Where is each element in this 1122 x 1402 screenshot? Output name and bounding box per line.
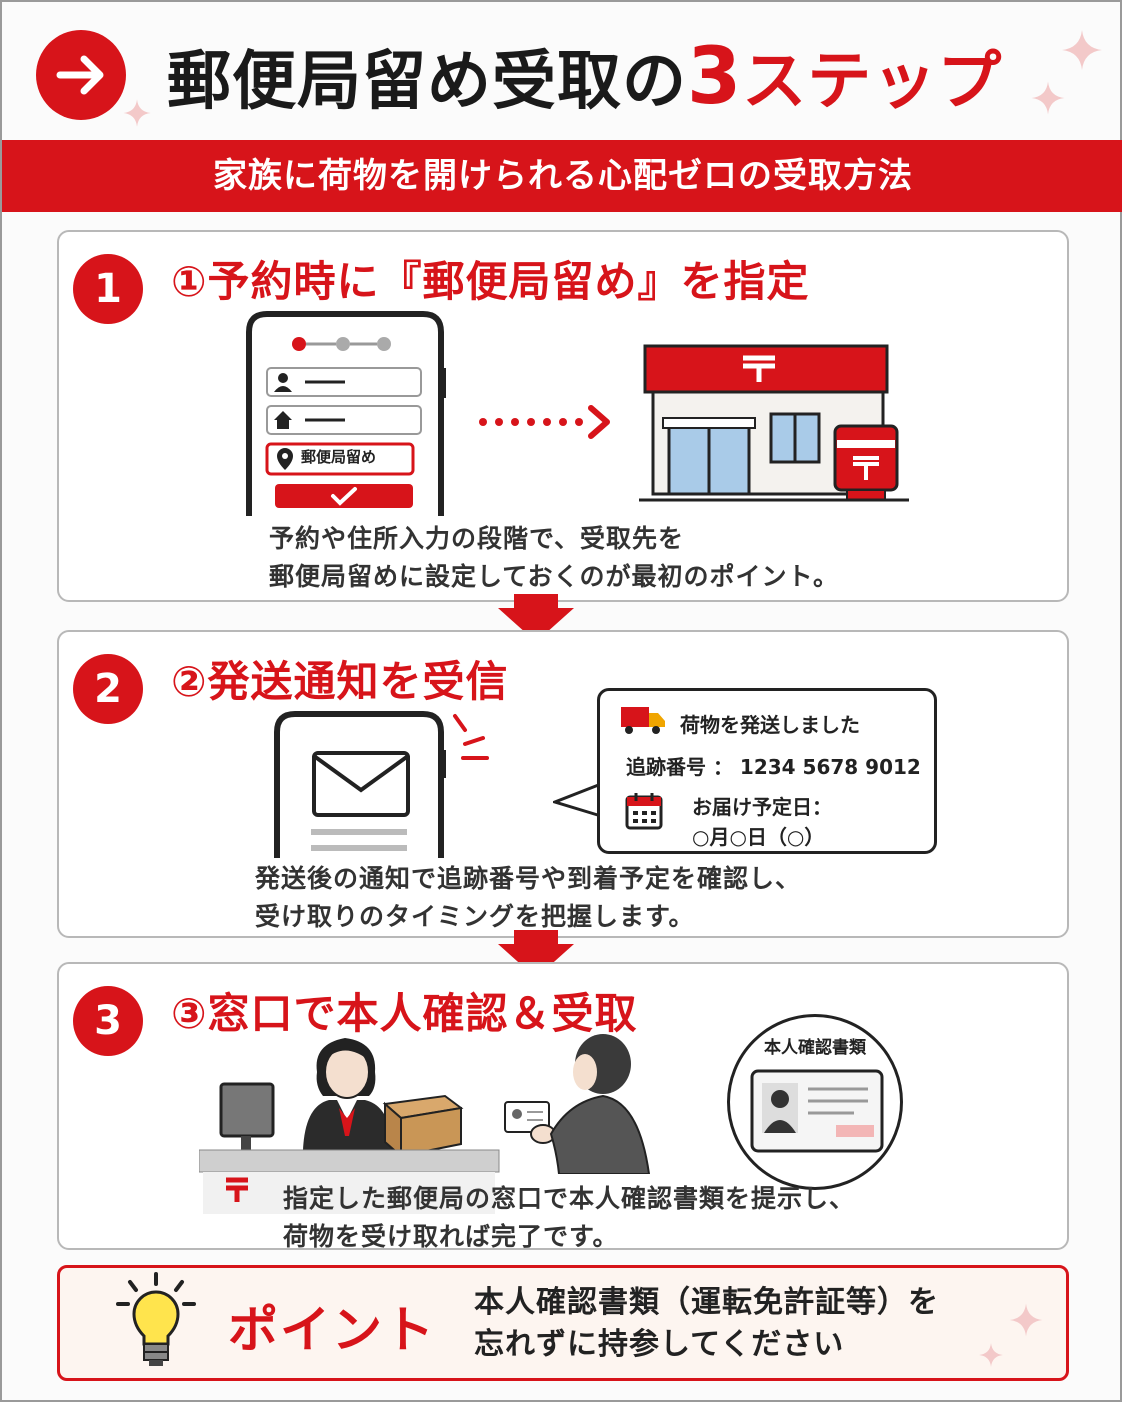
desc-line: 指定した郵便局の窓口で本人確認書類を提示し、 bbox=[283, 1184, 856, 1213]
subtitle-banner: 家族に荷物を開けられる心配ゼロの受取方法 bbox=[2, 140, 1122, 212]
point-line: 忘れずに持参してください bbox=[474, 1327, 845, 1362]
id-document-circle: 本人確認書類 bbox=[727, 1014, 903, 1190]
sparkle-icon bbox=[979, 1343, 1003, 1367]
point-text: 本人確認書類（運転免許証等）を 忘れずに持参してください bbox=[474, 1282, 939, 1366]
title-number: 3 bbox=[687, 32, 743, 122]
desc-line: 発送後の通知で追跡番号や到着予定を確認し、 bbox=[255, 864, 802, 893]
step-title: ②発送通知を受信 bbox=[171, 657, 509, 706]
bubble-tail bbox=[553, 782, 602, 818]
person-icon bbox=[274, 373, 292, 392]
point-box: ポイント 本人確認書類（運転免許証等）を 忘れずに持参してください bbox=[57, 1265, 1069, 1381]
point-line: 本人確認書類（運転免許証等）を bbox=[474, 1285, 939, 1320]
step-card-2: 2 ②発送通知を受信 荷物を発送しました 追跡番号 ： 1234 5678 90… bbox=[57, 630, 1069, 938]
sparkle-icon bbox=[123, 99, 151, 127]
down-arrow-icon bbox=[498, 594, 574, 642]
step-description: 指定した郵便局の窓口で本人確認書類を提示し、 荷物を受け取れば完了です。 bbox=[283, 1180, 855, 1256]
step-description: 発送後の通知で追跡番号や到着予定を確認し、 受け取りのタイミングを把握します。 bbox=[255, 860, 801, 936]
sparkle-icon bbox=[1009, 1303, 1043, 1337]
smartphone-icon bbox=[246, 311, 446, 516]
desc-line: 郵便局留めに設定しておくのが最初のポイント。 bbox=[269, 562, 840, 591]
delivery-date-label: お届け予定日： bbox=[692, 795, 832, 819]
step-number: 3 bbox=[73, 986, 143, 1056]
calendar-icon bbox=[625, 793, 663, 830]
customer-illustration bbox=[504, 1034, 651, 1174]
desc-line: 予約や住所入力の段階で、受取先を bbox=[269, 524, 685, 553]
post-office-icon bbox=[639, 344, 909, 502]
step-description: 予約や住所入力の段階で、受取先を 郵便局留めに設定しておくのが最初のポイント。 bbox=[269, 520, 839, 596]
title-steps: ステップ bbox=[742, 45, 1003, 119]
step-number: 1 bbox=[73, 254, 143, 324]
location-pin-icon bbox=[277, 448, 293, 470]
tracking-number: 追跡番号 ： 1234 5678 9012 bbox=[626, 755, 921, 779]
point-label: ポイント bbox=[228, 1301, 436, 1359]
delivery-date-value: ○月○日（○） bbox=[692, 825, 825, 849]
dotted-arrow-icon bbox=[479, 405, 610, 439]
notification-bubble: 荷物を発送しました 追跡番号 ： 1234 5678 9012 お届け予定日： … bbox=[597, 688, 937, 854]
arrow-right-icon bbox=[36, 30, 126, 120]
alert-lines-icon bbox=[453, 714, 489, 760]
desc-line: 荷物を受け取れば完了です。 bbox=[283, 1222, 619, 1251]
lightbulb-icon bbox=[116, 1272, 196, 1366]
home-icon bbox=[274, 411, 292, 429]
envelope-icon bbox=[312, 751, 410, 817]
truck-icon bbox=[621, 707, 665, 734]
page-title: 郵便局留め受取の3ステップ bbox=[167, 32, 1002, 122]
step-title: ①予約時に『郵便局留め』を指定 bbox=[171, 257, 810, 306]
counter-clerk-illustration bbox=[199, 1038, 500, 1214]
step-card-3: 3 ③窓口で本人確認＆受取 bbox=[57, 962, 1069, 1251]
down-arrow-icon bbox=[498, 930, 574, 978]
sparkle-icon bbox=[1062, 30, 1102, 70]
step-title: ③窓口で本人確認＆受取 bbox=[171, 989, 638, 1038]
phone-field-label: 郵便局留め bbox=[301, 448, 377, 466]
sparkle-icon bbox=[1031, 81, 1065, 115]
header: 郵便局留め受取の3ステップ bbox=[2, 2, 1122, 140]
id-card-icon bbox=[750, 1069, 884, 1153]
postal-mark-icon bbox=[226, 1177, 248, 1202]
notice-title: 荷物を発送しました bbox=[680, 713, 860, 737]
title-text: 郵便局留め受取の bbox=[167, 45, 687, 119]
desc-line: 受け取りのタイミングを把握します。 bbox=[255, 902, 695, 931]
id-label: 本人確認書類 bbox=[764, 1038, 866, 1058]
step-card-1: 1 ①予約時に『郵便局留め』を指定 郵便局留め bbox=[57, 230, 1069, 602]
step-number: 2 bbox=[73, 654, 143, 724]
